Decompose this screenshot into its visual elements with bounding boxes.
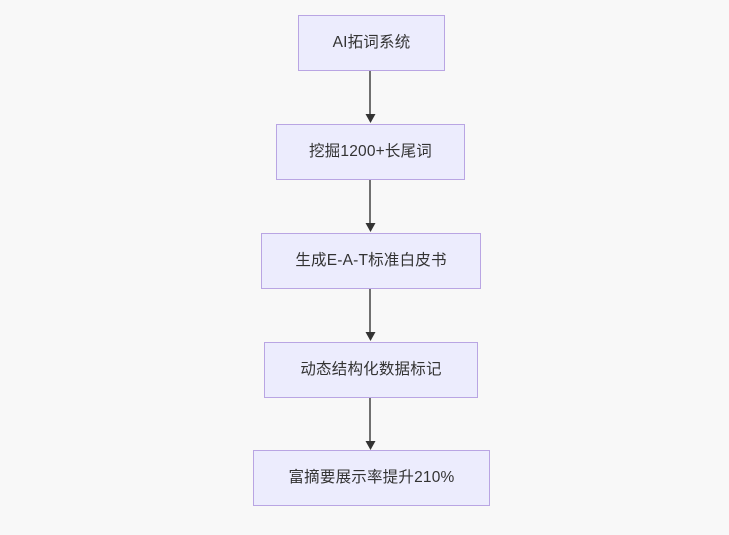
flow-node-4[interactable]: 动态结构化数据标记: [264, 342, 478, 398]
flow-node-2-label: 挖掘1200+长尾词: [308, 143, 433, 161]
flow-node-5-label: 富摘要展示率提升210%: [288, 469, 455, 487]
flow-node-1[interactable]: AI拓词系统: [298, 15, 445, 71]
flow-edge-3-arrowhead: [365, 332, 376, 341]
flow-edge-2-line: [369, 180, 371, 224]
flow-node-1-label: AI拓词系统: [332, 34, 411, 52]
flow-node-2[interactable]: 挖掘1200+长尾词: [276, 124, 465, 180]
flow-edge-2-arrowhead: [365, 223, 376, 232]
flow-node-3[interactable]: 生成E-A-T标准白皮书: [261, 233, 481, 289]
flow-node-4-label: 动态结构化数据标记: [300, 361, 442, 379]
flow-edge-1-arrowhead: [365, 114, 376, 123]
flow-node-5[interactable]: 富摘要展示率提升210%: [253, 450, 490, 506]
flow-edge-3-line: [369, 289, 371, 333]
flow-edge-4-line: [369, 398, 371, 442]
flow-edge-1-line: [369, 71, 371, 115]
flow-node-3-label: 生成E-A-T标准白皮书: [295, 252, 447, 270]
flow-edge-4-arrowhead: [365, 441, 376, 450]
